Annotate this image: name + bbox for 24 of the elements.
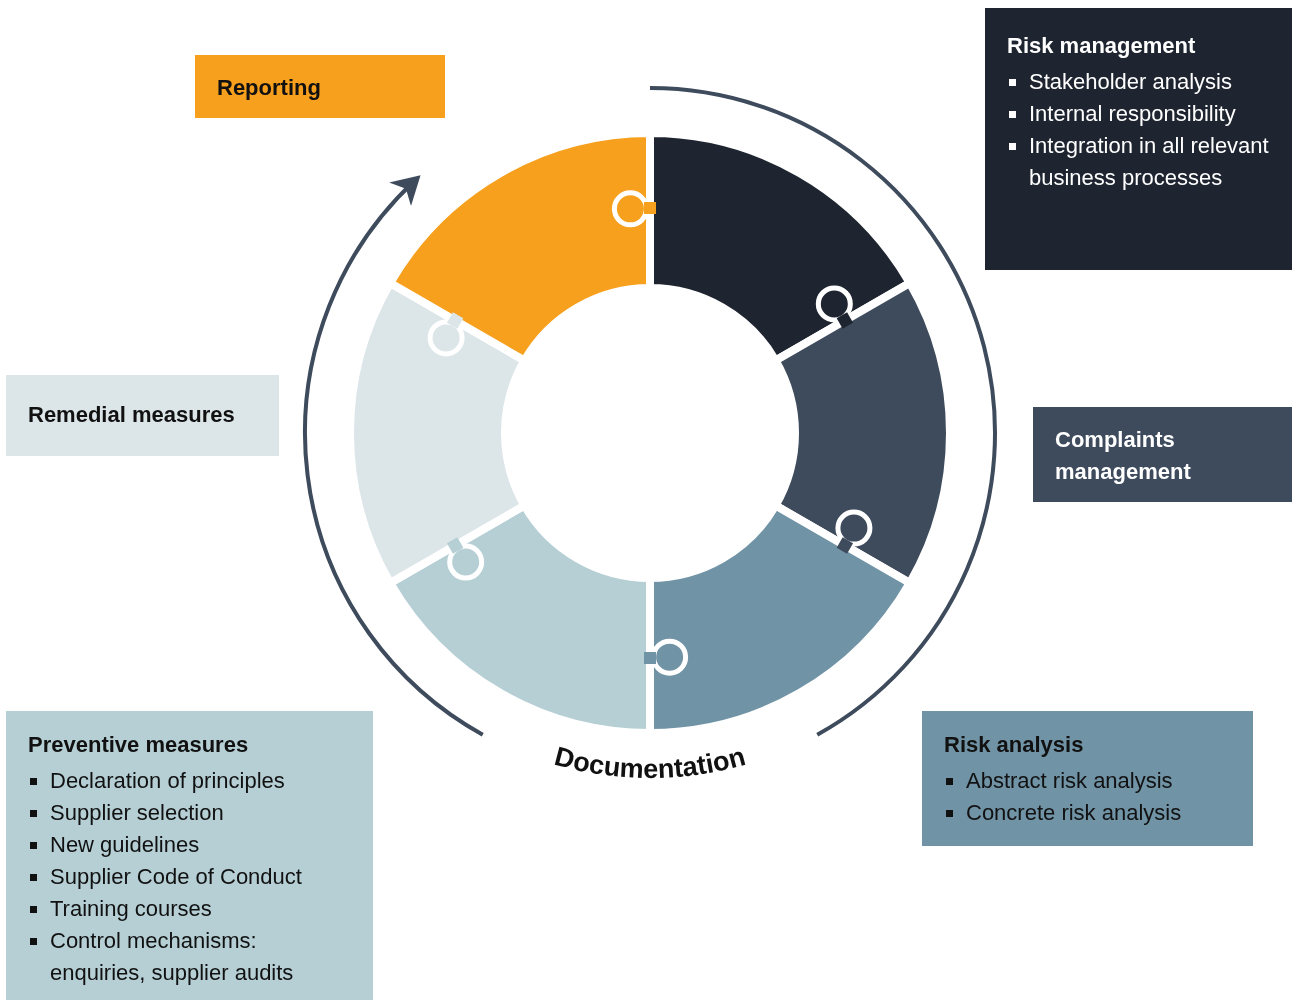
bullet-item: Declaration of principles	[50, 768, 285, 793]
bullet-item: Internal responsibility	[1029, 101, 1236, 126]
stage-title: Preventive measures	[28, 731, 250, 759]
ring-label: Documentation	[551, 741, 749, 785]
stage-card	[985, 8, 1292, 270]
stage-title: Reporting	[217, 74, 322, 102]
stage-title: Complaints management	[1055, 426, 1192, 486]
stage-title: Risk analysis	[944, 731, 1085, 759]
stage-card	[6, 711, 373, 1000]
stage-title: Remedial measures	[28, 401, 236, 429]
bullet-item: Abstract risk analysis	[966, 768, 1173, 793]
bullet-item: Integration in all relevant business processes	[1029, 133, 1269, 190]
bullet-item: Concrete risk analysis	[966, 800, 1182, 825]
stage-box	[1033, 407, 1292, 502]
bullet-item: Supplier Code of Conduct	[50, 864, 302, 889]
bullet-item: Supplier selection	[50, 800, 224, 825]
bullet-item: New guidelines	[50, 832, 200, 857]
stage-card	[922, 711, 1253, 846]
bullet-item: Stakeholder analysis	[1029, 69, 1232, 94]
bullet-item: Training courses	[50, 896, 212, 921]
stage-box	[195, 55, 445, 118]
bullet-item: Control mechanisms: enquiries, supplier audits	[50, 928, 294, 985]
stage-box	[6, 375, 279, 456]
stage-title: Risk management	[1007, 32, 1197, 60]
